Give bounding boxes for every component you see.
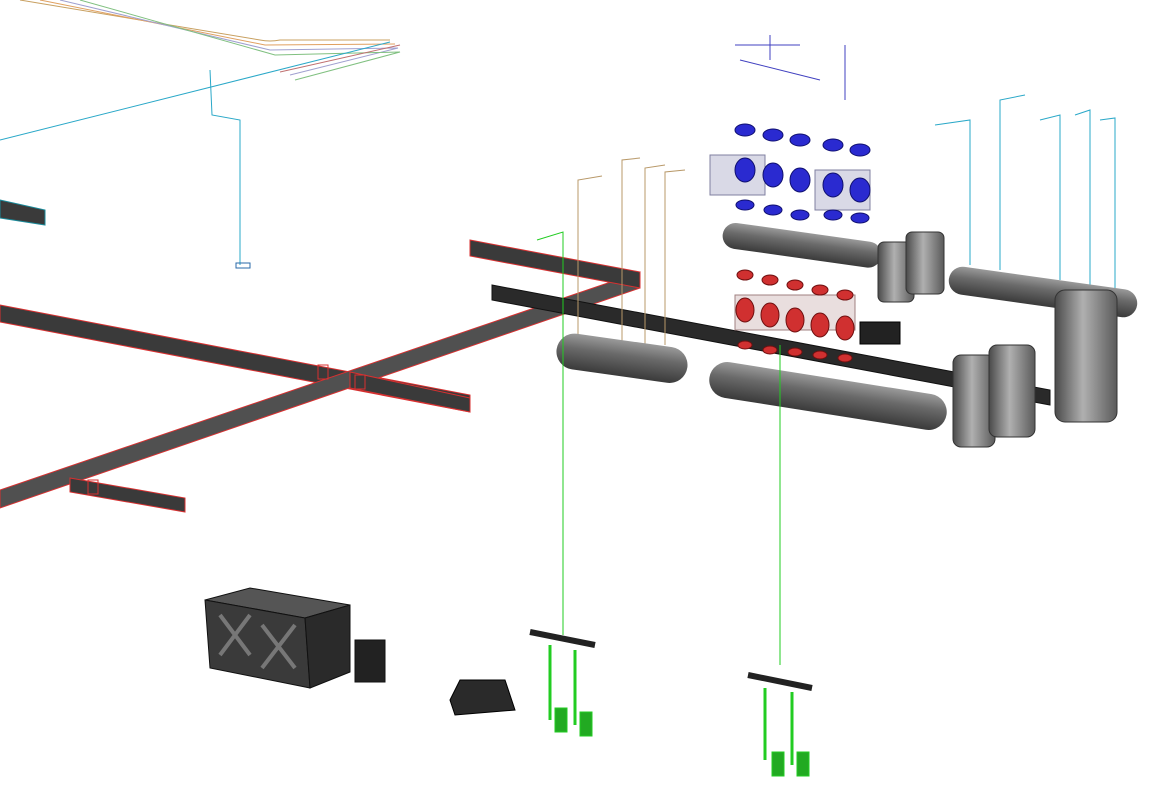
booster-pump-unit <box>449 679 516 716</box>
sectional-water-tank <box>204 587 386 689</box>
storage-tanks <box>877 231 1118 448</box>
riser-lines <box>577 157 686 345</box>
ductwork <box>0 239 641 513</box>
cooling-pump-group <box>734 269 901 363</box>
duct-stub-left <box>0 199 46 226</box>
heating-pump-group <box>709 35 871 224</box>
distribution-headers <box>556 222 1138 430</box>
cable-tray-lines <box>0 0 401 269</box>
support-beam <box>491 284 1051 406</box>
drainage-system <box>529 231 813 777</box>
cold-water-risers <box>934 94 1116 290</box>
